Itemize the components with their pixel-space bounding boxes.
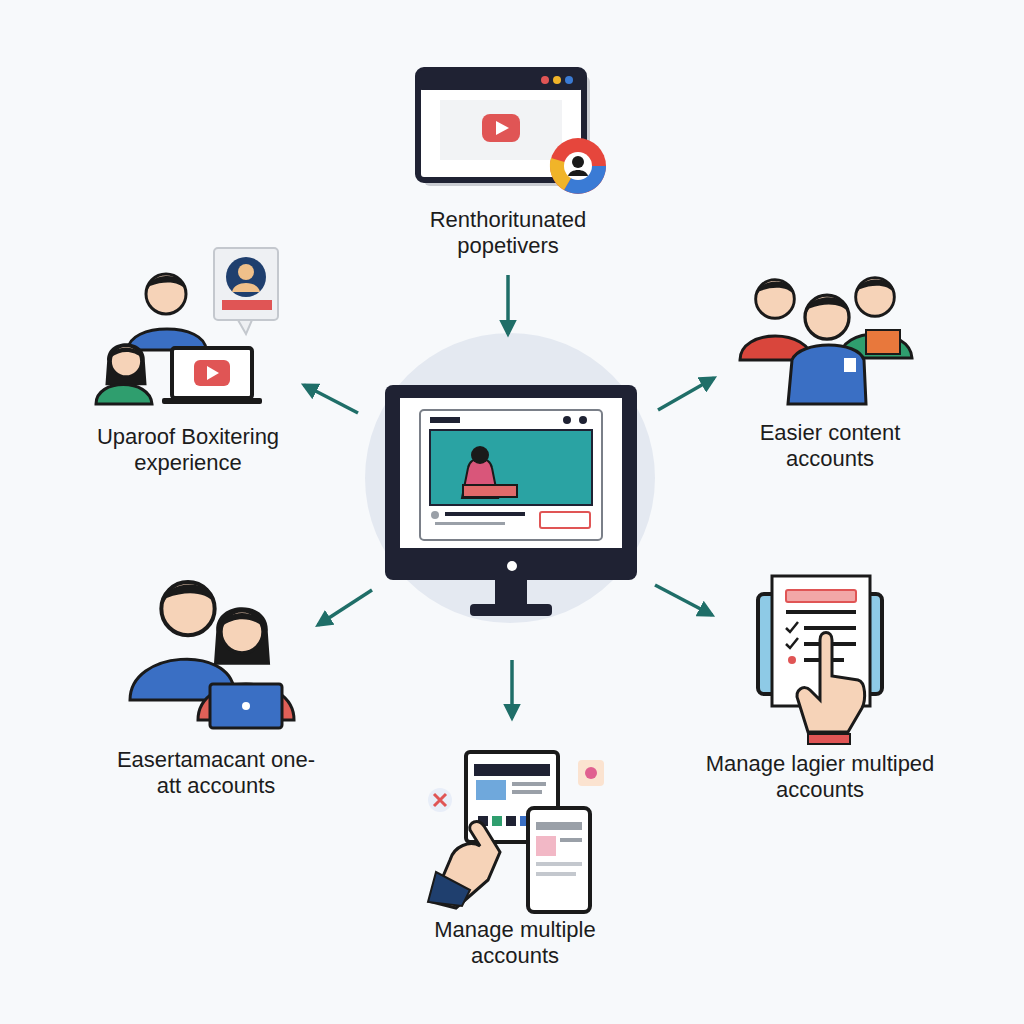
- caption: Uparoof Boxitering experience: [71, 424, 306, 476]
- caption: Renthoritunated popetivers: [398, 207, 618, 259]
- caption: Easertamacant one-att accounts: [116, 747, 316, 799]
- devices-icon: [428, 752, 604, 912]
- browser-icon: [418, 70, 606, 194]
- caption: Easier content accounts: [735, 420, 925, 472]
- monitor-icon: [385, 385, 637, 616]
- viewers-icon: [96, 248, 278, 404]
- team-icon: [130, 582, 294, 728]
- checklist-icon: [758, 576, 882, 744]
- caption: Manage lagier multiped accounts: [685, 751, 955, 803]
- caption: Manage multiple accounts: [415, 917, 615, 969]
- group-icon: [740, 278, 912, 404]
- backdrop-circle: [365, 333, 655, 623]
- arrow: [304, 275, 714, 718]
